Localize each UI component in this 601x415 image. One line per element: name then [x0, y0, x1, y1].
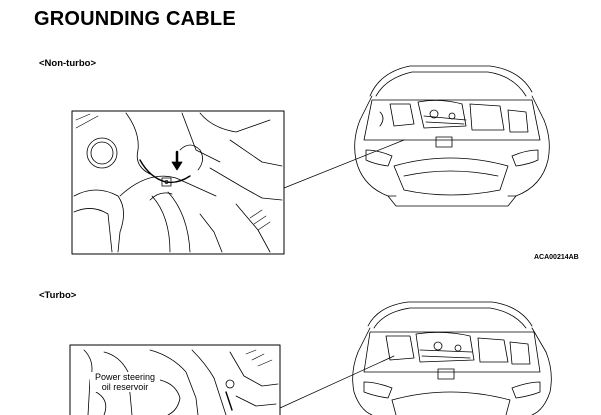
leader-line-non-turbo	[283, 139, 405, 189]
section-label-non-turbo: <Non-turbo>	[39, 58, 96, 69]
callout-power-steering-oil-reservoir: Power steering oil reservoir	[90, 372, 160, 392]
car-front-view-non-turbo	[354, 65, 550, 207]
leader-line-turbo	[279, 355, 395, 409]
non-turbo-detail-view	[71, 110, 285, 255]
car-front-view-turbo	[352, 301, 552, 415]
section-label-turbo: <Turbo>	[39, 290, 77, 301]
turbo-detail-view	[69, 344, 281, 415]
page-title: GROUNDING CABLE	[34, 8, 236, 30]
figure-code: ACA00214AB	[534, 254, 579, 261]
